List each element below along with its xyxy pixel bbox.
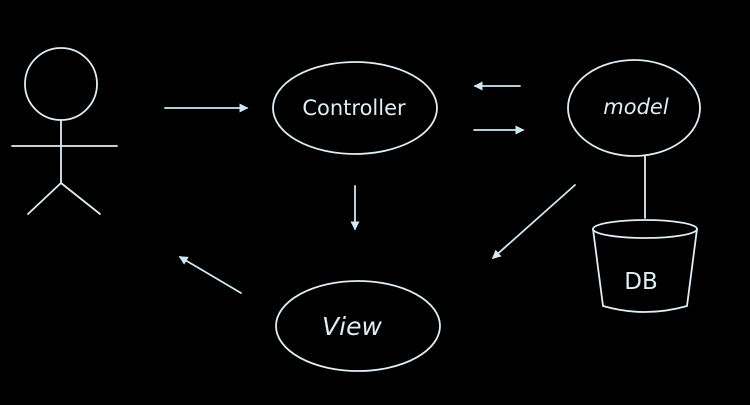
user-head bbox=[24, 47, 98, 121]
db-body bbox=[592, 228, 698, 313]
user-left-leg bbox=[27, 182, 62, 215]
database-cylinder-icon: DB bbox=[592, 155, 698, 313]
view-label: View bbox=[322, 312, 382, 341]
controller-node: Controller bbox=[272, 61, 438, 155]
model-ellipse bbox=[567, 59, 701, 157]
view-node: View bbox=[275, 280, 441, 372]
db-label: DB bbox=[624, 269, 658, 295]
db-top bbox=[592, 219, 698, 239]
arrows bbox=[164, 81, 576, 294]
user-right-leg bbox=[60, 182, 101, 215]
arrow-model-to-view bbox=[491, 184, 576, 259]
controller-label: Controller bbox=[302, 96, 406, 120]
model-node: model bbox=[567, 59, 701, 157]
arrow-view-to-user bbox=[178, 256, 242, 294]
view-ellipse bbox=[275, 280, 441, 372]
controller-ellipse bbox=[272, 61, 438, 155]
model-label: model bbox=[603, 95, 669, 119]
user-stick-figure-icon bbox=[11, 47, 118, 215]
